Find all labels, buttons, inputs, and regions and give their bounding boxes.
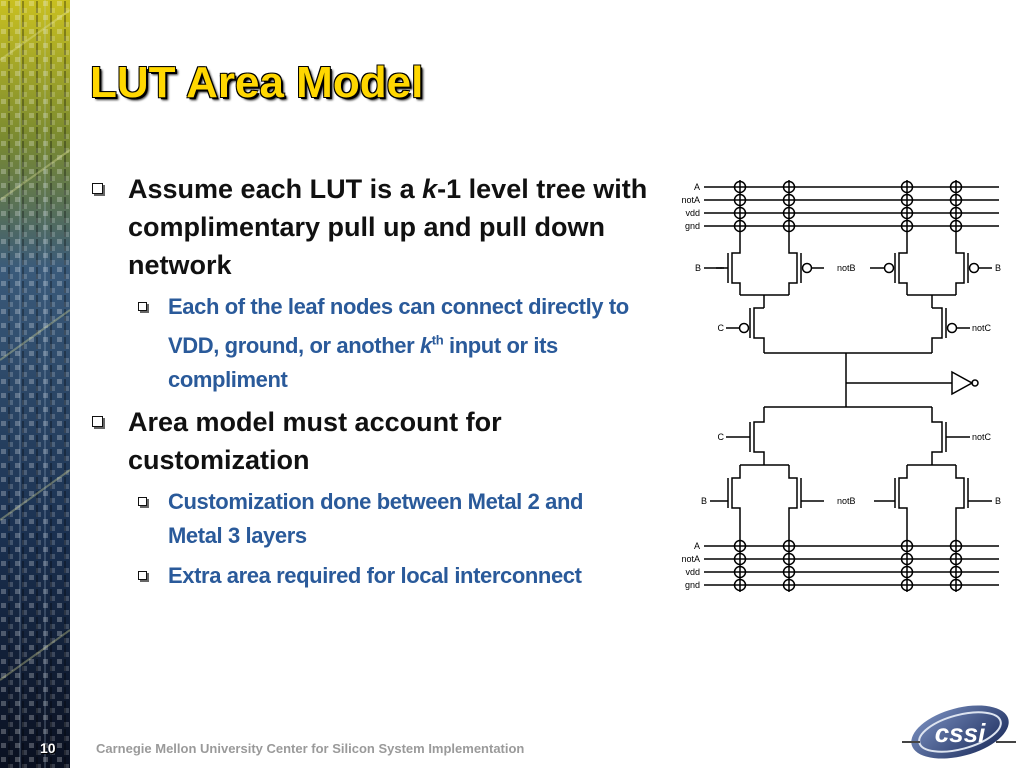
bullet-item: Area model must account for customizatio… <box>90 403 648 479</box>
square-bullet-icon <box>92 416 103 428</box>
page-number: 10 <box>40 740 56 756</box>
square-bullet-icon <box>138 302 147 311</box>
bullet-list: Assume each LUT is a k-1 level tree with… <box>90 170 690 599</box>
rail-label: A <box>694 182 700 192</box>
gate-label: B <box>695 263 701 273</box>
gate-label: B <box>995 496 1001 506</box>
lut-circuit-diagram: A notA vdd gnd A notA vdd gnd B notB B C… <box>681 180 1001 592</box>
sub-bullet-text: Each of the leaf nodes can connect direc… <box>168 294 629 393</box>
gate-label: B <box>995 263 1001 273</box>
sub-bullet-item: Customization done between Metal 2 and M… <box>134 485 628 553</box>
rail-label: gnd <box>685 580 700 590</box>
sub-bullet-text: Extra area required for local interconne… <box>168 563 582 589</box>
square-bullet-icon <box>92 183 103 194</box>
cssi-logo: cssi <box>902 705 1016 759</box>
gate-label: notC <box>972 432 992 442</box>
square-bullet-icon <box>138 497 147 507</box>
rail-label: gnd <box>685 221 700 231</box>
sub-bullet-text: Customization done between Metal 2 and M… <box>168 489 584 549</box>
bullet-text: Area model must account for customizatio… <box>128 407 502 476</box>
gate-label: notB <box>837 496 856 506</box>
rail-label: A <box>694 541 700 551</box>
rail-label: vdd <box>685 208 700 218</box>
bullet-text: Assume each LUT is a k-1 level tree with… <box>128 174 648 280</box>
gate-label: notC <box>972 323 992 333</box>
gate-label: C <box>718 323 725 333</box>
rail-label: notA <box>681 195 700 205</box>
bullet-item: Assume each LUT is a k-1 level tree with… <box>90 170 683 284</box>
sub-bullet-item: Extra area required for local interconne… <box>134 559 648 593</box>
gate-label: B <box>701 496 707 506</box>
footer-text: Carnegie Mellon University Center for Si… <box>96 741 525 756</box>
slide-title: LUT Area Model <box>90 58 424 107</box>
sub-bullet-item: Each of the leaf nodes can connect direc… <box>134 290 658 397</box>
square-bullet-icon <box>138 571 147 581</box>
logo-text: cssi <box>935 718 986 748</box>
rail-label: notA <box>681 554 700 564</box>
gate-label: notB <box>837 263 856 273</box>
decorative-sidebar <box>0 0 70 768</box>
gate-label: C <box>718 432 725 442</box>
rail-label: vdd <box>685 567 700 577</box>
